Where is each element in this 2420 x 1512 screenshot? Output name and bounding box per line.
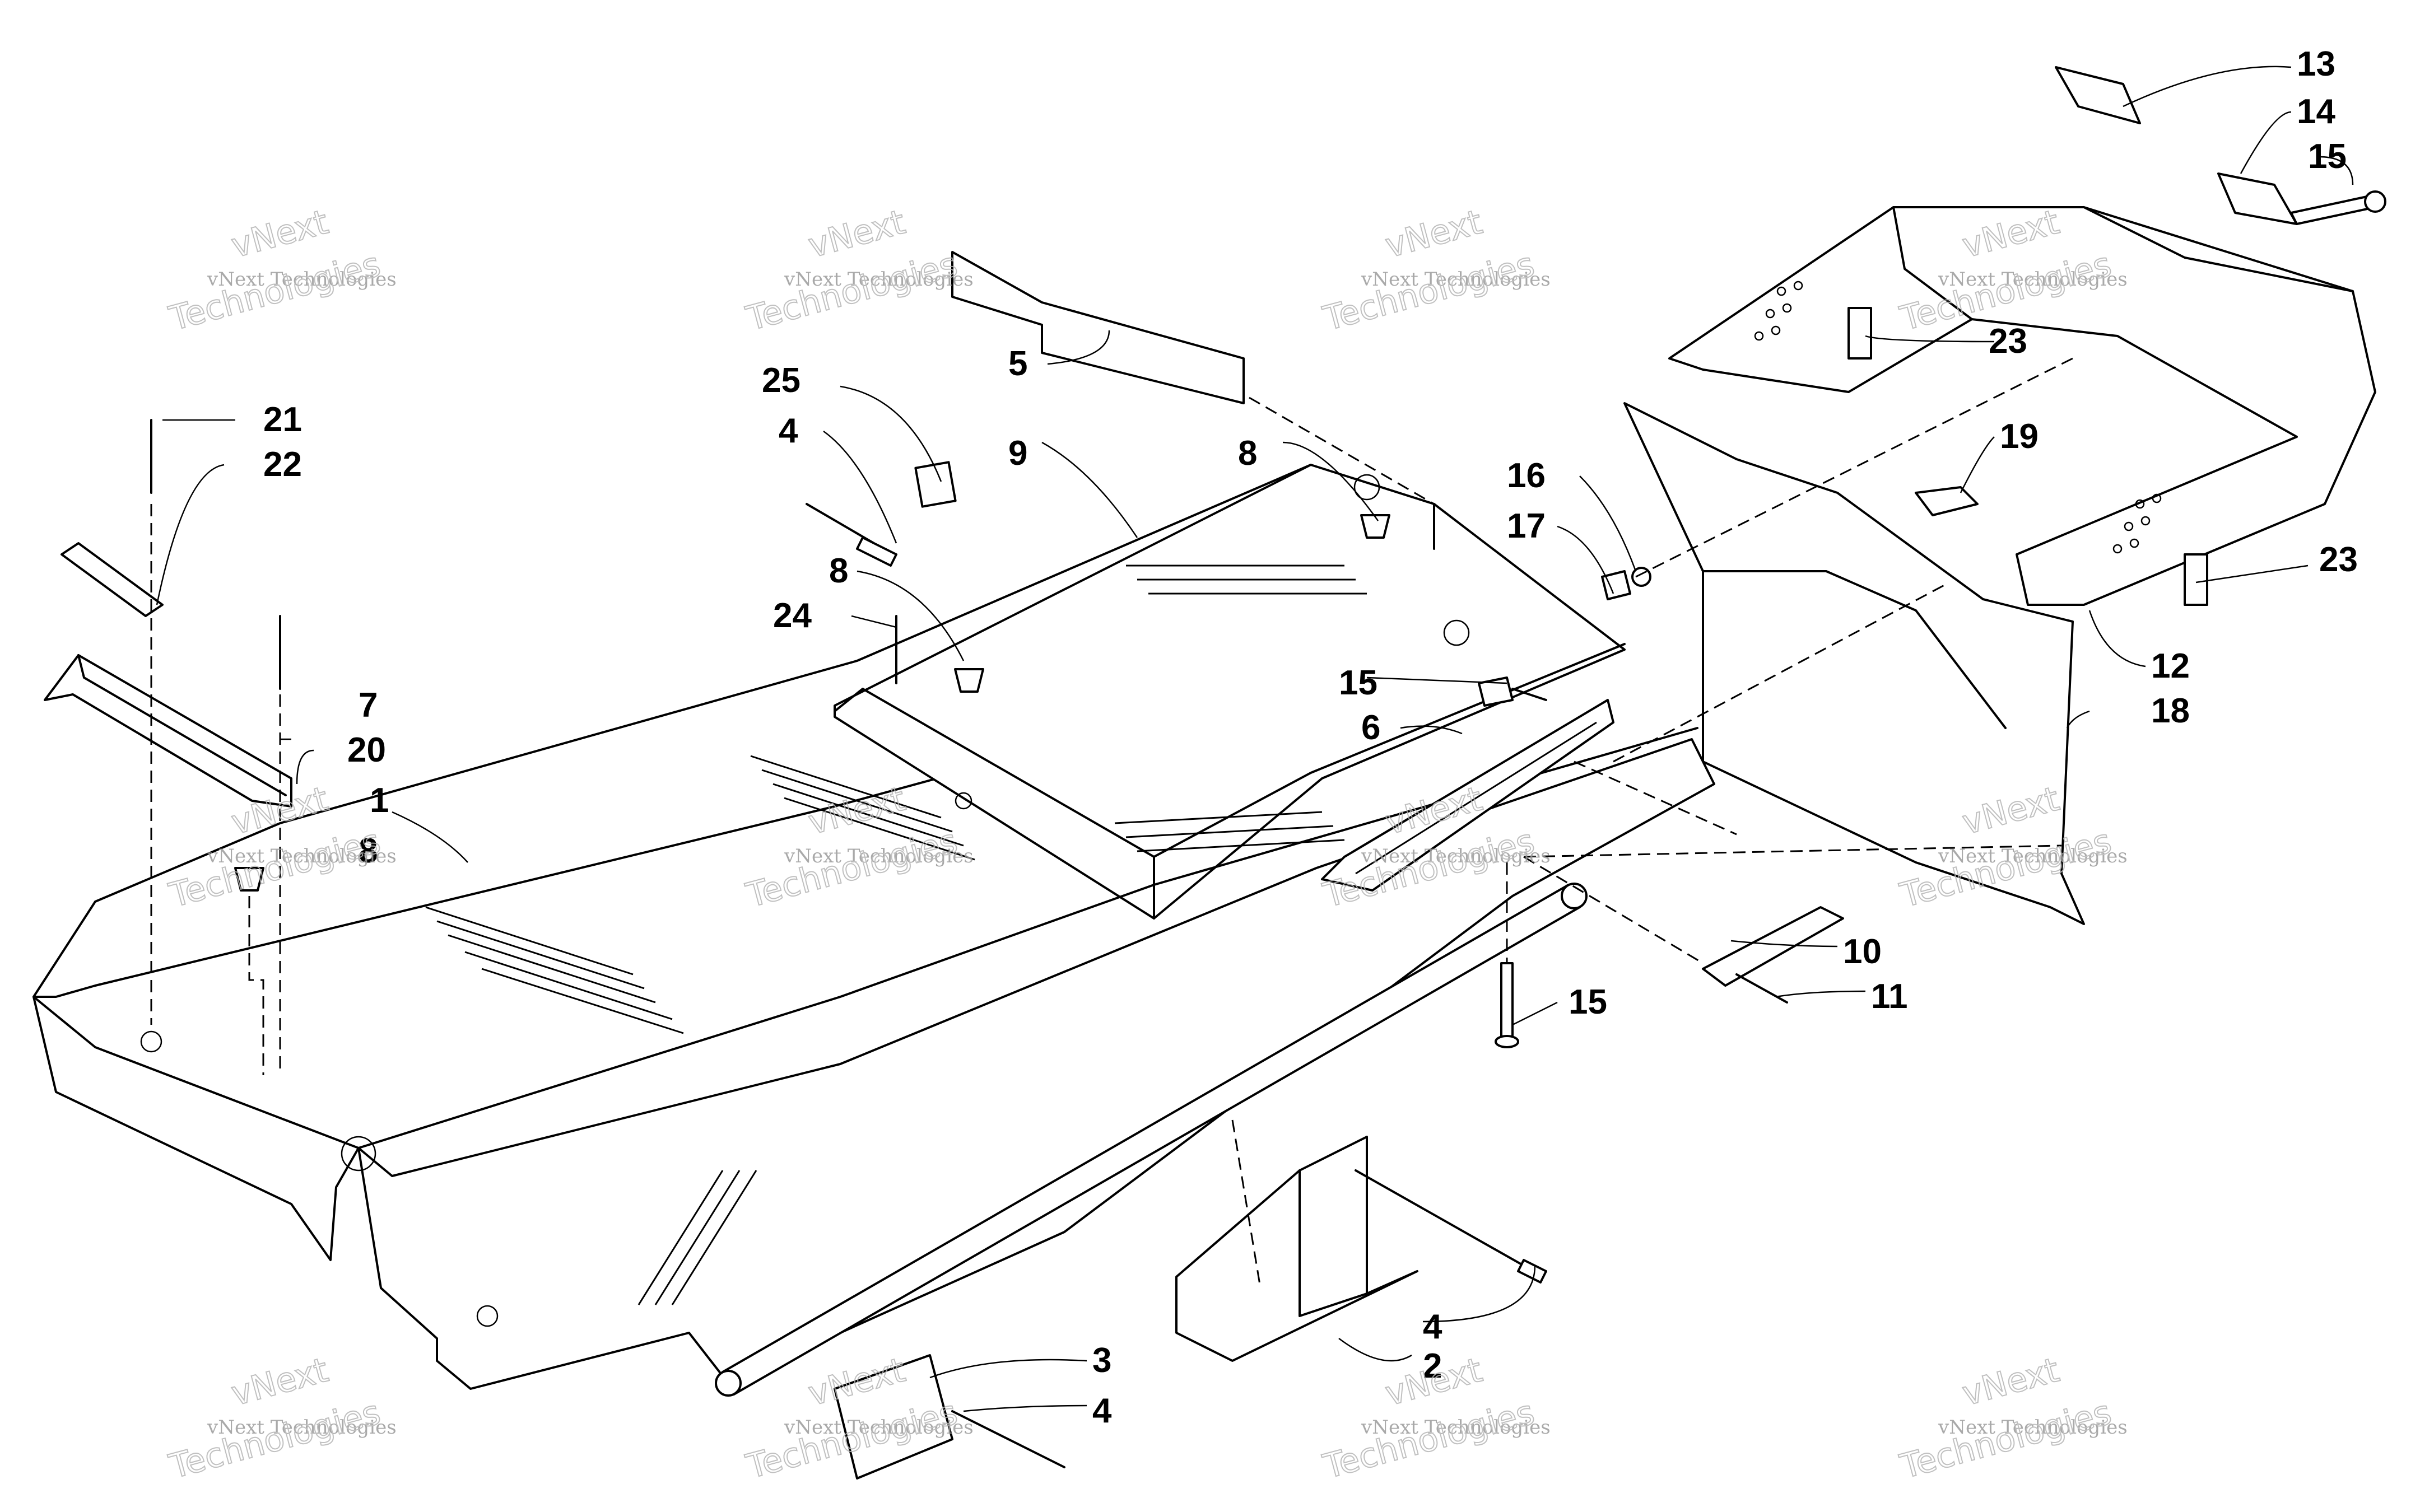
axis-line-bumper-3 <box>1523 844 2062 858</box>
callout-10: 10 <box>1843 932 1882 971</box>
callout-23-bottom: 23 <box>2319 540 2358 579</box>
callout-11: 11 <box>1871 977 1908 1016</box>
callout-21: 21 <box>263 400 302 439</box>
watermark-3: vNext Technologies vNext Technologies <box>1319 202 1551 339</box>
svg-text:vNext Technologies: vNext Technologies <box>207 845 397 867</box>
callout-9: 9 <box>1008 434 1027 473</box>
callout-4-plate: 4 <box>1092 1392 1112 1430</box>
top-strip <box>951 251 1245 404</box>
callout-14: 14 <box>2297 92 2335 131</box>
grommet-8a <box>1360 514 1390 539</box>
callout-4-right: 4 <box>1423 1308 1442 1346</box>
callout-4-top: 4 <box>779 412 798 450</box>
bracket-2 <box>1175 1136 1418 1362</box>
svg-text:vNext Technologies: vNext Technologies <box>784 845 974 867</box>
watermark-2: vNext Technologies vNext Technologies <box>742 202 974 339</box>
callout-25: 25 <box>762 361 801 400</box>
callout-5: 5 <box>1008 344 1027 383</box>
svg-text:vNext: vNext <box>804 203 909 266</box>
callout-13: 13 <box>2297 45 2335 83</box>
svg-text:Technologies: Technologies <box>742 822 961 916</box>
watermark-9: vNext Technologies vNext Technologies <box>165 1350 397 1487</box>
svg-text:vNext Technologies: vNext Technologies <box>1361 1416 1551 1439</box>
watermark-1: vNext Technologies vNext Technologies <box>165 202 397 339</box>
watermark-12: vNext Technologies vNext Technologies <box>1896 1350 2128 1487</box>
callout-2: 2 <box>1423 1347 1442 1385</box>
bolt-15-bottom <box>1500 962 1514 1043</box>
front-bracket <box>44 654 292 808</box>
callout-15-rear: 15 <box>2308 137 2347 176</box>
clip-19 <box>1915 486 1979 516</box>
callout-8-right: 8 <box>1238 434 1257 473</box>
callout-12: 12 <box>2151 647 2190 685</box>
svg-text:vNext: vNext <box>1958 1351 2063 1414</box>
callout-22: 22 <box>263 445 302 484</box>
svg-text:vNext Technologies: vNext Technologies <box>1938 1416 2128 1439</box>
axis-line-bumper-1 <box>1635 357 2073 578</box>
callout-1: 1 <box>370 781 389 820</box>
callout-24: 24 <box>773 596 812 635</box>
callout-18: 18 <box>2151 692 2190 730</box>
svg-text:vNext Technologies: vNext Technologies <box>207 268 397 291</box>
callout-20: 20 <box>347 731 386 769</box>
axis-line-bumper-4 <box>1574 760 1737 836</box>
clip-23-bottom <box>2184 553 2208 606</box>
rivet-4-top-head <box>856 536 897 567</box>
svg-text:vNext Technologies: vNext Technologies <box>1938 845 2128 867</box>
svg-text:vNext: vNext <box>227 1351 332 1414</box>
callout-17: 17 <box>1507 507 1546 545</box>
callout-16: 16 <box>1507 456 1546 495</box>
axis-line-bracket <box>1231 1119 1262 1289</box>
svg-text:vNext: vNext <box>227 203 332 266</box>
rivet-4-right <box>1355 1169 1525 1267</box>
svg-text:Technologies: Technologies <box>1896 1393 2115 1487</box>
callout-15-bottom: 15 <box>1569 983 1607 1021</box>
svg-text:Technologies: Technologies <box>165 245 384 339</box>
strap <box>61 542 164 617</box>
svg-text:Technologies: Technologies <box>1319 245 1538 339</box>
screw-11 <box>1735 973 1788 1004</box>
decal-13 <box>2055 66 2141 124</box>
bolt-15-top <box>1478 676 1514 707</box>
callout-23-top: 23 <box>1989 322 2027 361</box>
svg-text:vNext Technologies: vNext Technologies <box>784 268 974 291</box>
callout-8-middle: 8 <box>829 552 848 590</box>
label-25 <box>914 461 957 508</box>
svg-text:vNext Technologies: vNext Technologies <box>1361 268 1551 291</box>
callout-19: 19 <box>2000 417 2039 456</box>
callout-labels: 1 2 3 4 4 4 5 6 7 8 8 8 9 10 11 12 13 14… <box>263 45 2358 1430</box>
decal-6 <box>1321 699 1614 892</box>
svg-text:vNext Technologies: vNext Technologies <box>207 1416 397 1439</box>
callout-15-top: 15 <box>1339 664 1377 702</box>
bolt-15-rear <box>2290 195 2376 225</box>
svg-text:Technologies: Technologies <box>1319 1393 1538 1487</box>
grommet-8c <box>234 867 264 892</box>
svg-text:vNext Technologies: vNext Technologies <box>1938 268 2128 291</box>
clip-23-top <box>1847 307 1872 360</box>
axis-line-bumper-2 <box>1613 581 1950 763</box>
callout-3: 3 <box>1092 1341 1111 1380</box>
axis-line-strip <box>1249 396 1435 505</box>
nut-17 <box>1601 570 1631 600</box>
grommet-8b <box>954 668 984 693</box>
plate-3 <box>834 1354 953 1480</box>
svg-text:Technologies: Technologies <box>742 245 961 339</box>
decal-14 <box>2217 172 2298 225</box>
axis-line-grommet <box>248 896 264 1075</box>
tunnel-assembly <box>32 464 1715 1397</box>
svg-text:vNext Technologies: vNext Technologies <box>1361 845 1551 867</box>
svg-text:vNext Technologies: vNext Technologies <box>784 1416 974 1439</box>
rear-bumper-assembly <box>1623 206 2376 925</box>
rivet-4-plate <box>951 1410 1065 1468</box>
watermark-11: vNext Technologies vNext Technologies <box>1319 1350 1551 1487</box>
callout-7: 7 <box>359 686 378 725</box>
leader-lines <box>156 66 2354 1412</box>
callout-8-left: 8 <box>359 832 378 870</box>
svg-text:vNext: vNext <box>1381 203 1486 266</box>
svg-text:Technologies: Technologies <box>165 1393 384 1487</box>
badge-10 <box>1702 906 1844 987</box>
callout-6: 6 <box>1361 708 1380 747</box>
axis-line-badge <box>1523 856 1704 964</box>
